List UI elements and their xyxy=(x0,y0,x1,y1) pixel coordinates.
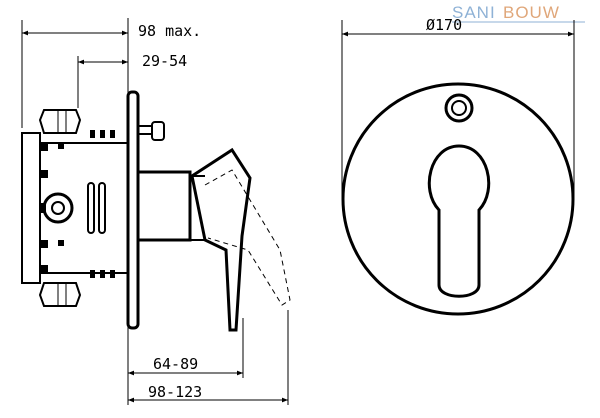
upper-connector-nut xyxy=(38,109,82,134)
lever-alternate-position xyxy=(204,169,291,306)
lever-handle-front xyxy=(427,144,491,298)
port-square xyxy=(40,143,48,151)
wall-plate-profile xyxy=(126,90,140,330)
cover-plate-front xyxy=(341,82,575,316)
diverter-stem xyxy=(137,125,153,135)
rough-in-markings xyxy=(58,130,115,278)
center-port xyxy=(42,192,74,224)
logo-sani-text: SANI xyxy=(452,3,496,22)
diverter-button xyxy=(444,93,474,123)
dim-label-top-max: 98 max. xyxy=(138,22,201,40)
port-square xyxy=(40,240,48,248)
dim-label-bottom-outer: 98-123 xyxy=(148,383,202,401)
diverter-knob-side xyxy=(151,121,165,141)
lower-connector-nut xyxy=(38,282,82,307)
side-view: 98 max. 29-54 64-89 98-123 xyxy=(21,18,291,405)
dim-label-adjust: 29-54 xyxy=(142,52,187,70)
port-square xyxy=(40,265,48,273)
rough-in-body xyxy=(39,142,129,274)
dim-label-diameter: Ø170 xyxy=(426,16,462,34)
logo-bouw-text: BOUW xyxy=(503,3,560,22)
cartridge-housing xyxy=(138,170,192,242)
lever-handle-side xyxy=(190,147,252,332)
port-square xyxy=(40,170,48,178)
brand-logo: SANI BOUW xyxy=(452,3,585,23)
front-view: Ø170 xyxy=(341,16,575,316)
dim-label-bottom-inner: 64-89 xyxy=(153,355,198,373)
rough-in-rail xyxy=(21,132,41,284)
